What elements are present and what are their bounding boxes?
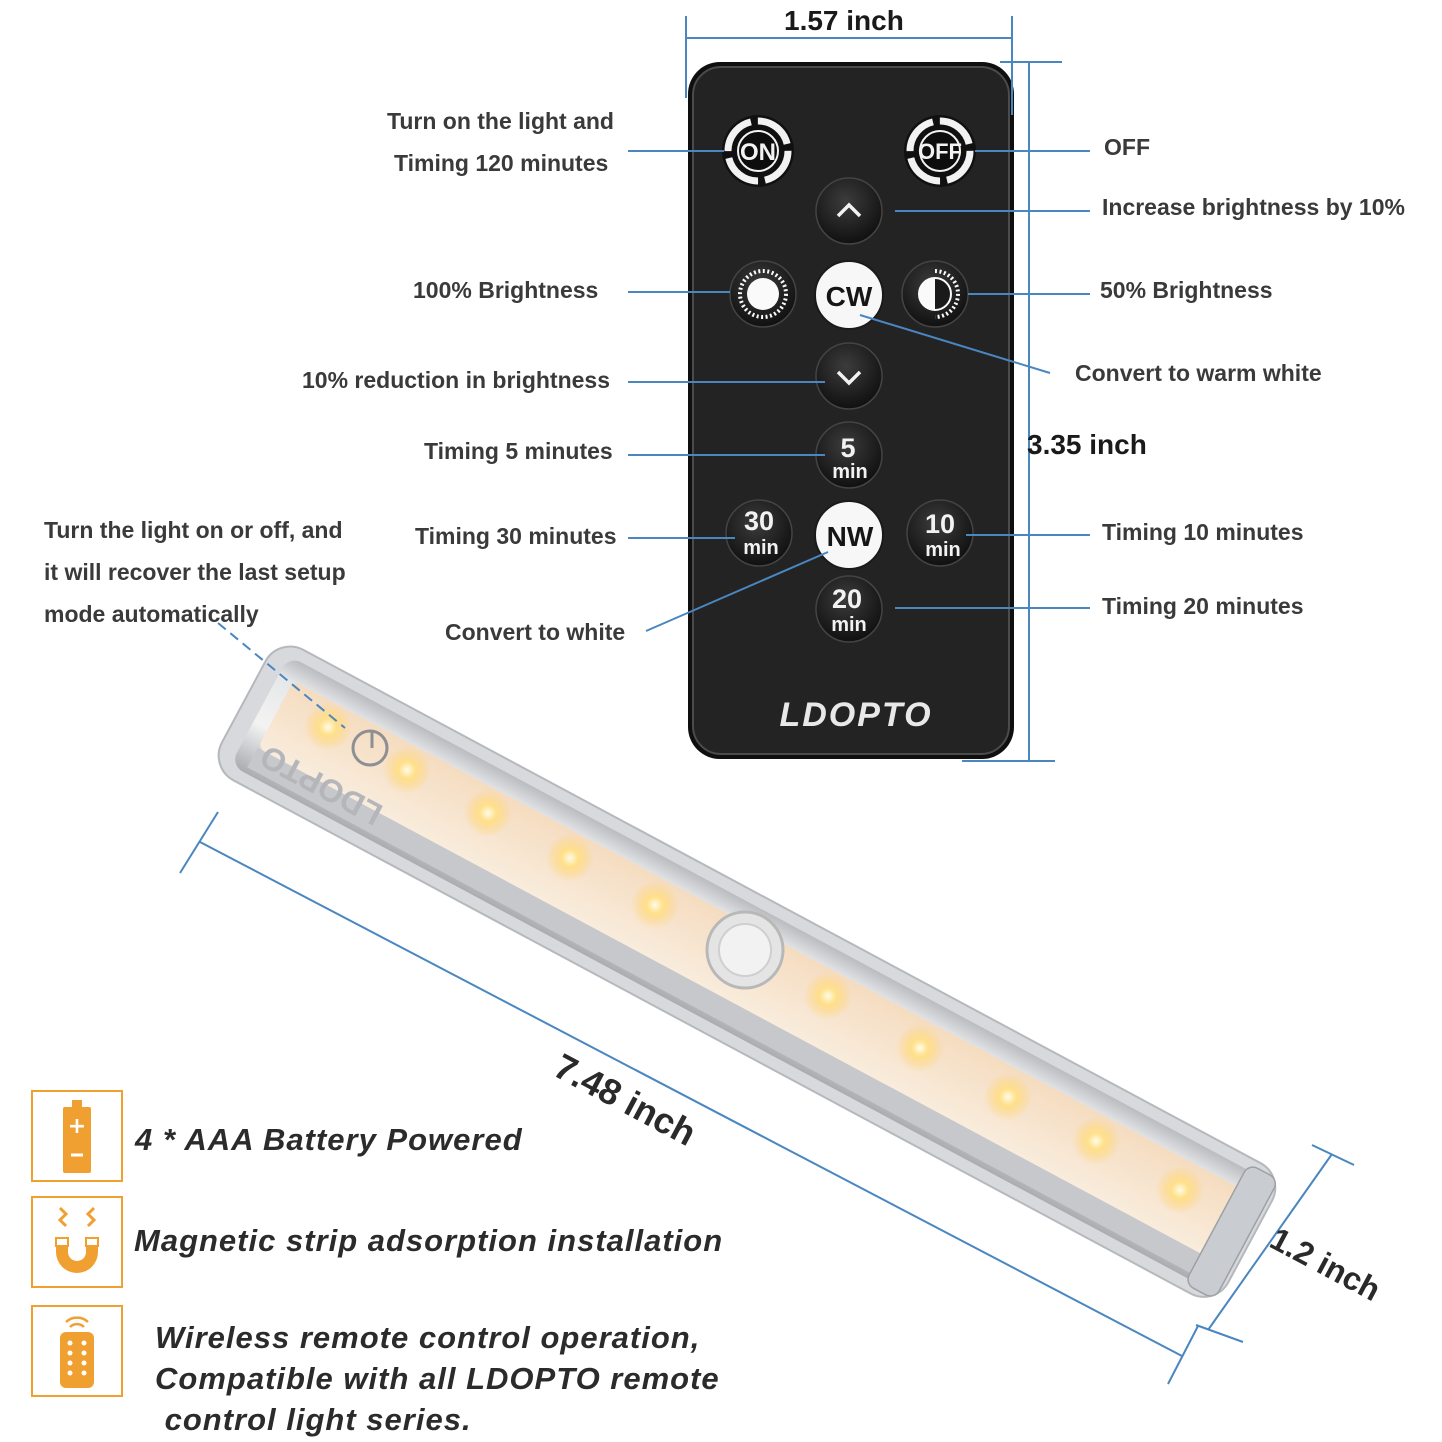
remote-icon — [60, 1316, 94, 1388]
magnet-icon — [55, 1206, 99, 1273]
callout-lines — [217, 150, 1090, 729]
timer-30-button[interactable] — [725, 499, 793, 567]
callout-on-line2: Timing 120 minutes — [394, 150, 609, 176]
chevron-down-icon — [836, 370, 862, 386]
callout-reduce: 10% reduction in brightness — [302, 367, 610, 393]
off-label: OFF — [918, 139, 962, 164]
brightness-up-button[interactable] — [815, 177, 883, 245]
dimension-lines — [179, 16, 1355, 1385]
callout-warm-white: Convert to warm white — [1075, 360, 1322, 386]
off-button[interactable] — [904, 115, 976, 187]
cw-button[interactable] — [814, 260, 884, 330]
timer-10-number: 10 — [925, 509, 955, 539]
bar-width-label: 1.2 inch — [1264, 1220, 1386, 1308]
callout-touch-line1: Turn the light on or off, and — [44, 517, 343, 543]
brightness-down-button[interactable] — [815, 342, 883, 410]
motion-sensor — [705, 910, 785, 990]
remote-brand-logo: LDOPTO — [779, 696, 932, 734]
timer-20-unit: min — [831, 614, 867, 636]
callout-touch-line2: it will recover the last setup — [44, 559, 346, 585]
battery-icon: + — [63, 1100, 91, 1173]
bar-length-label: 7.48 inch — [548, 1045, 703, 1154]
callout-white: Convert to white — [445, 619, 626, 645]
touch-power-icon[interactable] — [351, 729, 389, 767]
feature-remote-line1: Wireless remote control operation, — [155, 1320, 701, 1355]
timer-30-unit: min — [743, 537, 779, 559]
callout-full-brightness: 100% Brightness — [413, 277, 599, 303]
timer-10-unit: min — [925, 539, 961, 561]
full-brightness-button[interactable] — [729, 260, 797, 328]
feature-remote-line2: Compatible with all LDOPTO remote — [155, 1361, 720, 1396]
half-brightness-button[interactable] — [901, 260, 969, 328]
timer-5-number: 5 — [840, 433, 855, 463]
feature-remote-line3: control light series. — [155, 1402, 472, 1437]
callout-increase: Increase brightness by 10% — [1102, 194, 1405, 220]
nw-button[interactable] — [814, 500, 884, 570]
callout-timer-10: Timing 10 minutes — [1102, 519, 1304, 545]
chevron-up-icon — [836, 202, 862, 218]
remote-width-label: 1.57 inch — [784, 5, 904, 36]
timer-10-button[interactable] — [906, 499, 974, 567]
remote-height-label: 3.35 inch — [1027, 429, 1147, 460]
cw-label: CW — [826, 281, 873, 312]
sun-full-icon — [747, 278, 779, 310]
callout-timer-5: Timing 5 minutes — [424, 438, 613, 464]
timer-30-number: 30 — [744, 506, 774, 536]
remote-control — [688, 62, 1014, 759]
callout-half-brightness: 50% Brightness — [1100, 277, 1273, 303]
led-array — [304, 703, 1204, 1214]
callout-timer-30: Timing 30 minutes — [415, 523, 617, 549]
timer-20-number: 20 — [832, 584, 862, 614]
timer-5-unit: min — [832, 461, 868, 483]
svg-text:+: + — [68, 1114, 86, 1139]
feature-magnet-text: Magnetic strip adsorption installation — [134, 1223, 724, 1258]
feature-battery-text: 4 * AAA Battery Powered — [135, 1122, 523, 1157]
on-label: ON — [740, 139, 776, 166]
timer-20-button[interactable] — [815, 575, 883, 643]
callout-timer-20: Timing 20 minutes — [1102, 593, 1304, 619]
callout-off: OFF — [1104, 134, 1150, 160]
callout-on-line1: Turn on the light and — [387, 108, 614, 134]
callout-touch-line3: mode automatically — [44, 601, 259, 627]
sun-half-icon — [918, 269, 960, 319]
nw-label: NW — [827, 521, 874, 552]
on-button[interactable] — [722, 115, 794, 187]
